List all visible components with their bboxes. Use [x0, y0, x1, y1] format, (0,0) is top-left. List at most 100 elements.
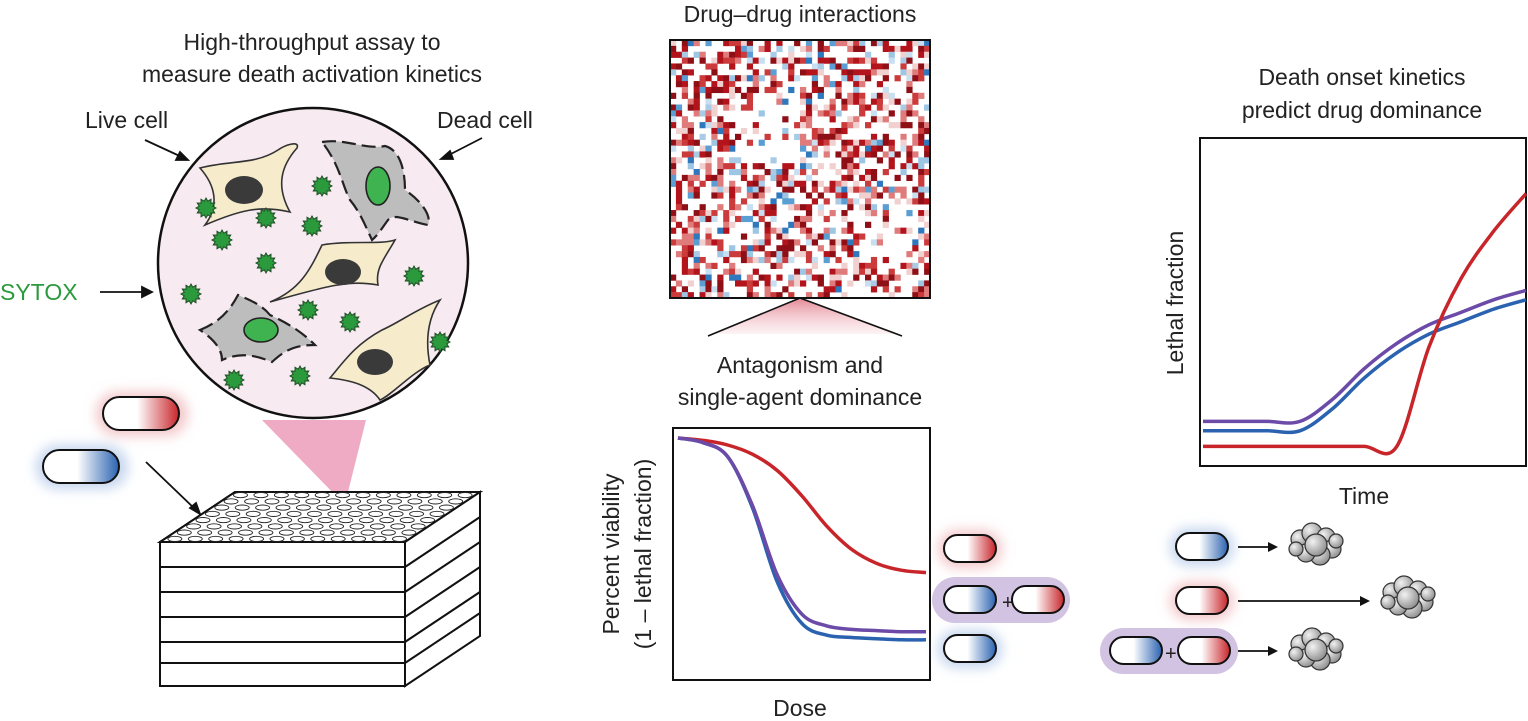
heatmap-cell	[912, 292, 919, 299]
heatmap-cell	[788, 86, 795, 94]
heatmap-cell	[912, 268, 919, 275]
heatmap-cell	[882, 104, 889, 111]
heatmap-cell	[693, 215, 700, 223]
heatmap-cell	[776, 92, 783, 99]
heatmap-cell	[870, 256, 878, 264]
heatmap-cell	[876, 116, 884, 123]
heatmap-cell	[888, 122, 895, 129]
heatmap-cell	[675, 127, 683, 135]
heatmap-cell	[729, 157, 736, 164]
heatmap-cell	[705, 286, 712, 293]
heatmap-cell	[670, 169, 677, 176]
heatmap-cell	[711, 215, 718, 223]
heatmap-cell	[829, 40, 836, 47]
heatmap-cell	[782, 57, 789, 64]
heatmap-cell	[847, 75, 854, 82]
heatmap-cell	[717, 75, 724, 82]
heatmap-cell	[817, 233, 824, 240]
heatmap-cell	[918, 186, 925, 193]
heatmap-cell	[805, 251, 813, 258]
heatmap-cell	[794, 239, 801, 246]
heatmap-cell	[805, 256, 813, 264]
heatmap-cell	[693, 174, 700, 182]
heatmap-cell	[770, 51, 777, 58]
heatmap-cell	[681, 92, 689, 99]
heatmap-cell	[705, 227, 712, 234]
heatmap-cell	[882, 186, 889, 193]
heatmap-cell	[900, 262, 907, 269]
heatmap-cell	[752, 86, 759, 94]
heatmap-cell	[876, 81, 884, 88]
heatmap-cell	[876, 280, 884, 287]
heatmap-cell	[817, 133, 824, 140]
heatmap-cell	[900, 227, 907, 234]
heatmap-cell	[693, 151, 700, 158]
heatmap-cell	[800, 116, 807, 123]
nucleus	[225, 176, 263, 204]
heatmap-cell	[752, 292, 759, 299]
heatmap-cell	[876, 69, 884, 76]
heatmap-cell	[687, 139, 694, 146]
heatmap-cell	[829, 186, 836, 193]
heatmap-cell	[681, 86, 689, 94]
heatmap-cell	[764, 286, 771, 293]
heatmap-cell	[800, 86, 807, 94]
heatmap-cell	[882, 274, 889, 281]
heatmap-cell	[823, 227, 830, 234]
heatmap-cell	[758, 192, 765, 199]
heatmap-cell	[811, 104, 819, 111]
heatmap-cell	[758, 274, 765, 281]
heatmap-cell	[770, 215, 777, 223]
heatmap-cell	[752, 122, 759, 129]
heatmap-cell	[870, 110, 878, 117]
heatmap-cell	[711, 63, 718, 70]
cell-fragment	[1304, 638, 1328, 662]
heatmap-cell	[776, 233, 783, 240]
heatmap-title: Drug–drug interactions	[684, 1, 917, 27]
heatmap-cell	[847, 198, 854, 205]
heatmap-cell	[870, 286, 878, 293]
heatmap-cell	[788, 204, 795, 211]
heatmap-cell	[829, 245, 836, 252]
heatmap-cell	[882, 286, 889, 293]
heatmap-cell	[729, 262, 736, 269]
heatmap-cell	[805, 40, 813, 47]
heatmap-cell	[711, 174, 718, 182]
heatmap-cell	[711, 69, 718, 76]
heatmap-cell	[764, 210, 771, 217]
heatmap-cell	[687, 251, 694, 258]
heatmap-cell	[912, 239, 919, 246]
heatmap-cell	[805, 139, 813, 146]
heatmap-cell	[924, 127, 931, 135]
heatmap-cell	[693, 262, 700, 269]
heatmap-cell	[723, 215, 730, 223]
heatmap-cell	[752, 174, 759, 182]
heatmap-cell	[752, 163, 759, 170]
heatmap-cell	[746, 92, 754, 99]
heatmap-cell	[687, 122, 694, 129]
dead-cell-cluster	[1288, 627, 1344, 671]
heatmap-cell	[752, 210, 759, 217]
heatmap-cell	[681, 57, 689, 64]
plate-well	[338, 517, 354, 524]
heatmap-cell	[746, 57, 754, 64]
heatmap-cell	[717, 227, 724, 234]
plus-sign: +	[1165, 643, 1177, 665]
heatmap-cell	[865, 51, 872, 58]
heatmap-cell	[906, 268, 913, 275]
heatmap-cell	[729, 245, 736, 252]
heatmap-cell	[776, 57, 783, 64]
heatmap-cell	[906, 86, 913, 94]
heatmap-cell	[817, 292, 824, 299]
heatmap-cell	[811, 69, 819, 76]
heatmap-cell	[794, 204, 801, 211]
heatmap-cell	[693, 169, 700, 176]
heatmap-cell	[805, 233, 813, 240]
heatmap-cell	[870, 98, 878, 105]
heatmap-cell	[882, 139, 889, 146]
heatmap-cell	[670, 274, 677, 281]
heatmap-cell	[711, 286, 718, 293]
heatmap-cell	[817, 192, 824, 199]
plate-well	[228, 535, 244, 542]
heatmap-cell	[705, 157, 712, 164]
